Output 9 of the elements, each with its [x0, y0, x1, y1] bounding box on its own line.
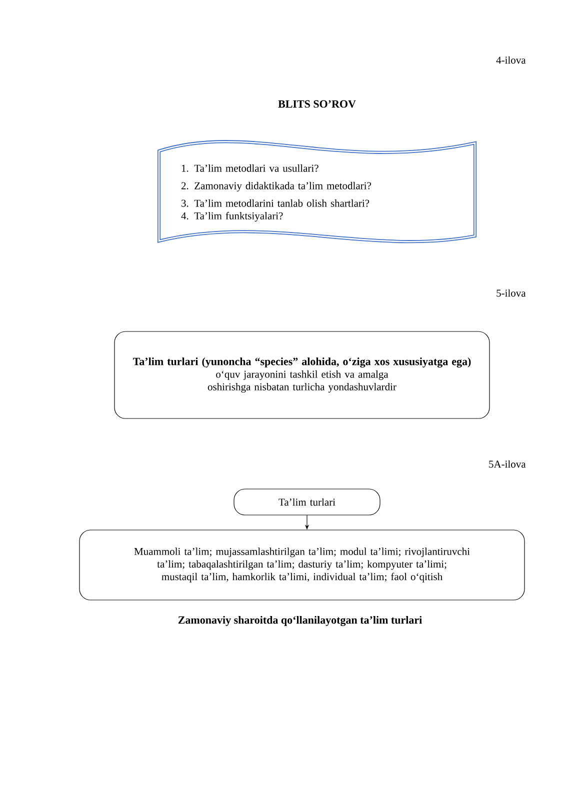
rounded-box: Muammoli ta’lim; mujassamlashtirilgan ta’lim; modul ta’limi; rivojlantiruvchi ta’lim; tabaqalashtirilgan ta’lim; dasturiy ta’lim; kompyuter ta’limi; mustaqil ta’lim, hamkorlik ta’limi, individual ta’lim; faol o‘qitish: [79, 530, 525, 600]
caption: Zamonaviy sharoitda qo‘llanilayotgan ta’lim turlari: [178, 616, 422, 626]
rounded-box: Ta’lim turlari (yunoncha “species” alohida, o‘ziga xos xususiyatga ega) o‘quv jarayonini tashkil etish va amalga oshirishga nisbatan turlicha yondashuvlardir: [114, 331, 490, 419]
title: BLITS SO’ROV: [278, 100, 356, 108]
wave-banner: 1. Ta’lim metodlari va usullari? 2. Zamonaviy didaktikada ta’lim metodlari? 3. Ta’lim metodlarini tanlab olish shartlari? 4. Ta’lim funktsiyalari?: [157, 140, 477, 243]
rounded-box: Ta’lim turlari: [234, 488, 380, 516]
annex-label: 5A-ilova: [489, 460, 526, 468]
annex-label: 5-ilova: [496, 289, 526, 297]
annex-label: 4-ilova: [496, 56, 526, 64]
